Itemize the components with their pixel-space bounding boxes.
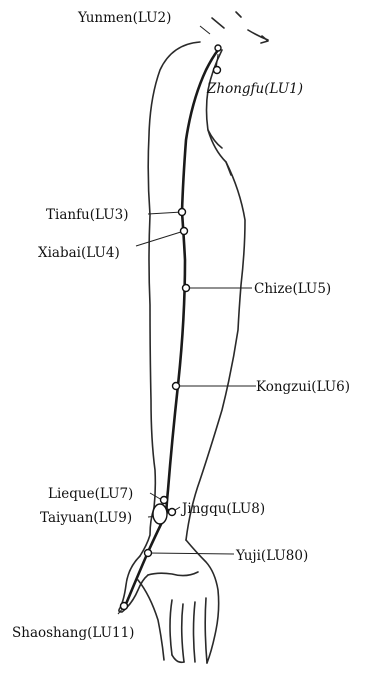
- point-jingqu: [169, 509, 176, 516]
- leader-line: [148, 212, 182, 214]
- point-yunmen: [215, 45, 221, 51]
- point-kongzui: [173, 383, 180, 390]
- finger-contour: [170, 600, 172, 655]
- label-lieque: Lieque(LU7): [48, 486, 133, 502]
- label-taiyuan: Taiyuan(LU9): [40, 510, 132, 526]
- acupoints: [121, 45, 222, 610]
- finger-contour: [205, 598, 207, 663]
- point-tianfu: [179, 209, 186, 216]
- point-lieque: [161, 497, 168, 504]
- hand-outer-edge: [138, 580, 164, 660]
- point-shaoshang: [121, 603, 128, 610]
- finger-contour: [194, 602, 196, 662]
- point-yuji: [145, 550, 152, 557]
- label-shaoshang: Shaoshang(LU11): [12, 625, 134, 641]
- leader-lines: [118, 26, 256, 614]
- label-jingqu: Jingqu(LU8): [180, 501, 265, 517]
- label-zhongfu: Zhongfu(LU1): [206, 81, 303, 97]
- point-zhongfu: [214, 67, 221, 74]
- point-xiabai: [181, 228, 188, 235]
- label-xiabai: Xiabai(LU4): [38, 245, 120, 261]
- clavicle-stroke: [236, 12, 241, 17]
- point-chize: [183, 285, 190, 292]
- leader-line: [148, 553, 234, 554]
- leader-line: [200, 26, 210, 34]
- finger-contour: [172, 655, 184, 662]
- label-kongzui: Kongzui(LU6): [256, 379, 350, 395]
- label-yunmen: Yunmen(LU2): [77, 10, 171, 26]
- wrist-contour: [140, 508, 154, 556]
- arm-medial-contour: [186, 50, 245, 540]
- palm-inner-line: [148, 572, 198, 576]
- clavicle-stroke: [212, 18, 224, 28]
- label-yuji: Yuji(LU80): [235, 548, 308, 564]
- finger-contour: [182, 604, 184, 662]
- elbow-crease: [208, 130, 231, 175]
- palm-contour: [186, 540, 219, 663]
- leader-line: [136, 231, 184, 246]
- label-chize: Chize(LU5): [254, 281, 331, 297]
- lung-meridian-line: [167, 50, 219, 513]
- clavicle-stroke: [248, 30, 268, 43]
- label-tianfu: Tianfu(LU3): [46, 207, 128, 223]
- point-labels: Yunmen(LU2) Zhongfu(LU1) Tianfu(LU3) Xia…: [12, 10, 350, 641]
- point-taiyuan: [153, 504, 167, 524]
